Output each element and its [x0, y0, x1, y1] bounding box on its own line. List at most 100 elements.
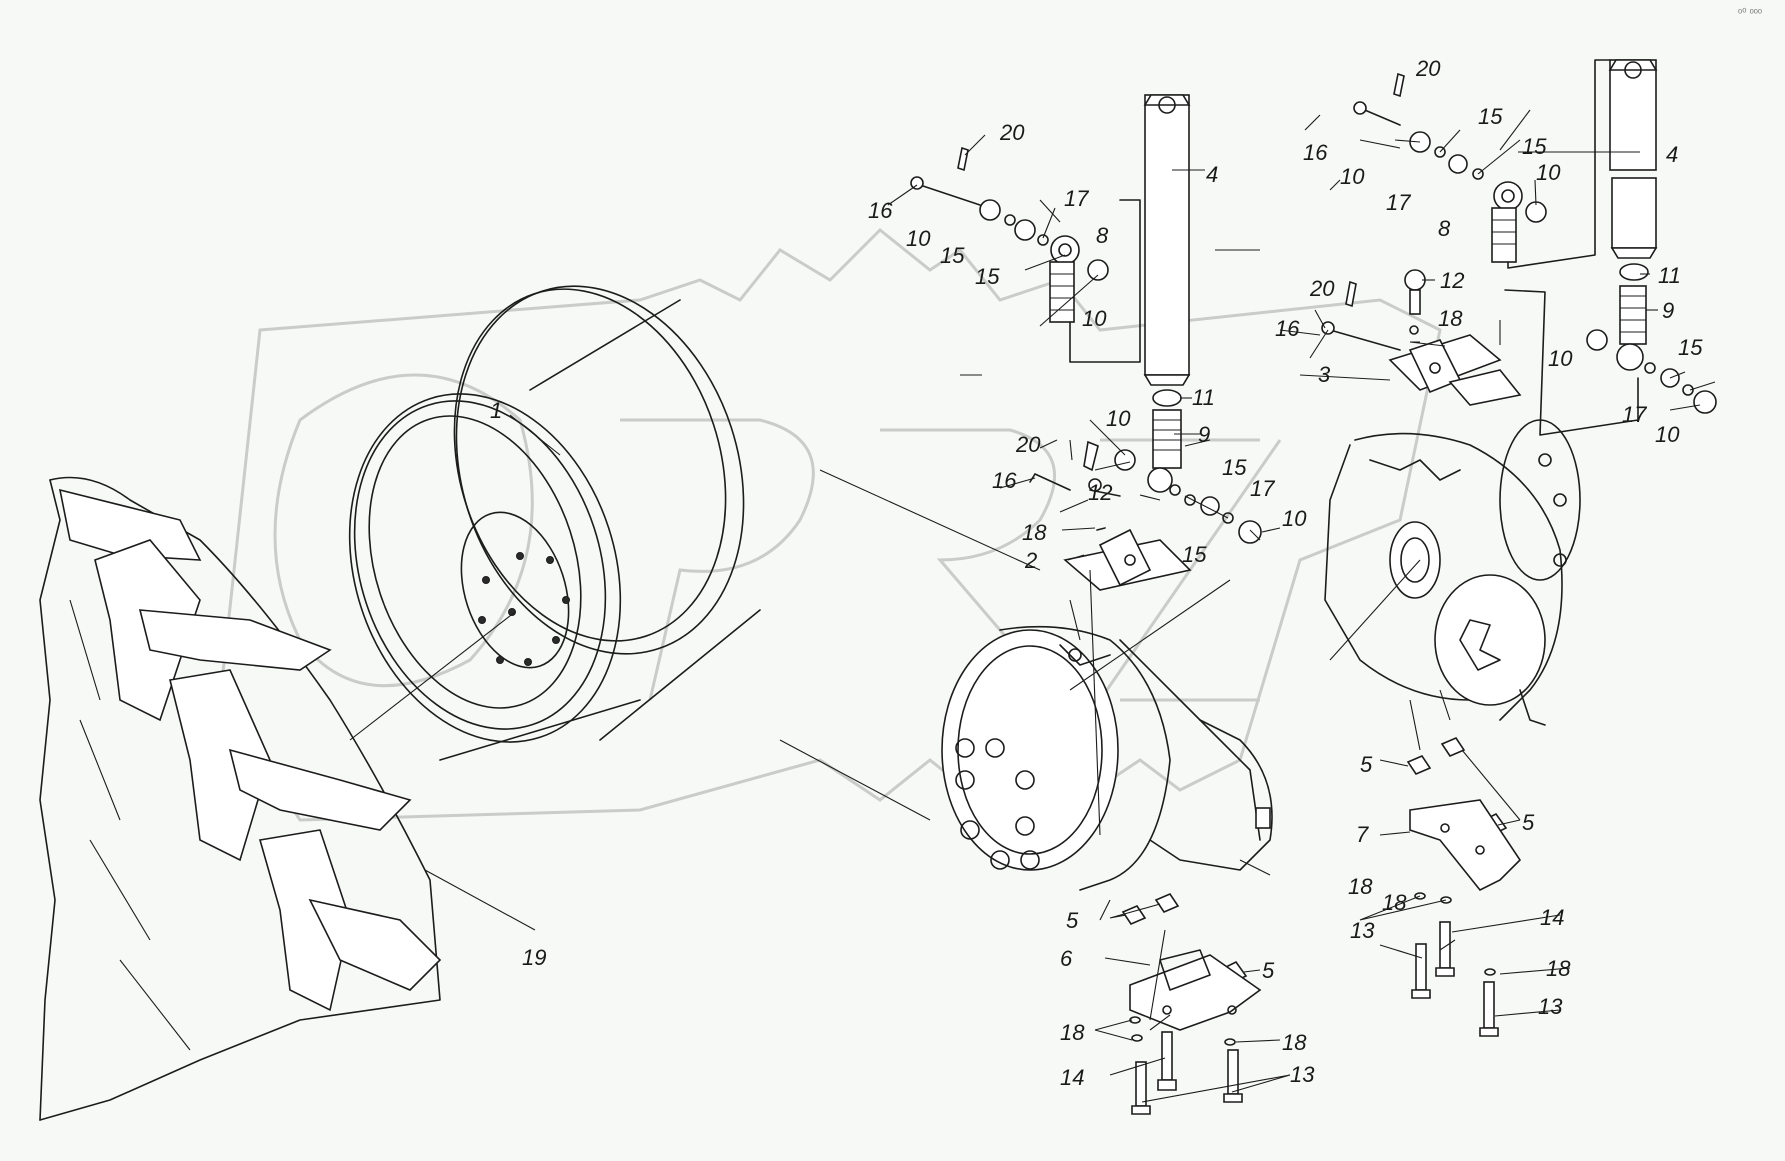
leader-lines — [424, 109, 1716, 1103]
callout-5-a: 5 — [1360, 752, 1373, 777]
tube-4-left — [1144, 94, 1190, 376]
callout-20-c: 20 — [1415, 56, 1441, 81]
callout-7: 7 — [1356, 822, 1369, 847]
callout-15-d: 15 — [1182, 542, 1207, 567]
callout-10-a: 10 — [906, 226, 931, 251]
lower-left-mounts — [1121, 893, 1262, 1115]
tube-4-right-lower — [1611, 177, 1657, 249]
pad-5-a — [1121, 905, 1147, 925]
bolt-14-right — [1439, 921, 1451, 969]
callout-5-d: 5 — [1262, 958, 1275, 983]
upper-right-tie-rod-parts — [1353, 59, 1611, 269]
callout-18-g: 18 — [1382, 890, 1407, 915]
callout-18-a: 18 — [1022, 520, 1047, 545]
threaded-end-9-right — [1619, 285, 1647, 345]
corner-mark: ᵒ⁰ ᵒᵒᵒ — [1738, 7, 1762, 19]
wheel-bolt-holes — [478, 552, 570, 666]
callout-15-f: 15 — [1522, 134, 1547, 159]
pin-16 — [919, 184, 981, 206]
callout-20-a: 20 — [999, 120, 1025, 145]
tube-4-right-upper — [1609, 59, 1657, 171]
callout-16-c: 16 — [1303, 140, 1328, 165]
callout-18-b: 18 — [1438, 306, 1463, 331]
support-7 — [1409, 799, 1522, 892]
callout-9-right: 9 — [1662, 298, 1674, 323]
callout-14-right: 14 — [1540, 905, 1564, 930]
callout-15-b: 15 — [975, 264, 1000, 289]
hub-bolts — [955, 738, 1040, 870]
callout-18-d: 18 — [1060, 1020, 1085, 1045]
callout-8-left: 8 — [1096, 223, 1109, 248]
callout-16-d: 16 — [1275, 316, 1300, 341]
bolt-13-a — [1135, 1061, 1147, 1107]
callout-18-f: 18 — [1546, 956, 1571, 981]
pad-5-e — [1440, 737, 1466, 757]
lower-right-mounts — [1406, 737, 1522, 1037]
nut-11-right — [1619, 263, 1649, 281]
callout-6: 6 — [1060, 946, 1073, 971]
callout-labels: 1 2 3 4 4 5 5 5 5 6 7 8 8 9 9 10 10 10 1… — [490, 56, 1703, 1090]
upper-left-tie-rod-parts — [910, 146, 1141, 363]
callout-17-d: 17 — [1622, 402, 1647, 427]
callout-15-g: 15 — [1678, 335, 1703, 360]
callout-15-a: 15 — [940, 243, 965, 268]
bolt-14-left — [1161, 1031, 1173, 1081]
callout-10-g: 10 — [1548, 346, 1573, 371]
callout-10-b: 10 — [1082, 306, 1107, 331]
callout-4-right: 4 — [1666, 142, 1678, 167]
callout-10-e: 10 — [1340, 164, 1365, 189]
pad-5-b — [1154, 893, 1180, 913]
callout-18-c: 18 — [1348, 874, 1373, 899]
threaded-end-9-left — [1152, 409, 1182, 469]
callout-15-c: 15 — [1222, 455, 1247, 480]
ball-joint-8 — [1050, 235, 1080, 265]
callout-13-a: 13 — [1290, 1062, 1315, 1087]
callout-2: 2 — [1024, 548, 1037, 573]
callout-20-b: 20 — [1015, 432, 1041, 457]
callout-10-h: 10 — [1655, 422, 1680, 447]
callout-13-b: 13 — [1350, 918, 1375, 943]
callout-9-left: 9 — [1198, 422, 1210, 447]
left-steering-parts — [1029, 94, 1262, 591]
callout-14-left: 14 — [1060, 1065, 1084, 1090]
callout-5-b: 5 — [1522, 810, 1535, 835]
callout-16-b: 16 — [992, 468, 1017, 493]
callout-5-c: 5 — [1066, 908, 1079, 933]
callout-17-a: 17 — [1064, 186, 1089, 211]
pin-16-right — [1359, 107, 1401, 126]
callout-11-right: 11 — [1658, 263, 1681, 288]
callout-12-right: 12 — [1440, 268, 1464, 293]
callout-17-c: 17 — [1386, 190, 1411, 215]
callout-20-d: 20 — [1309, 276, 1335, 301]
callout-15-e: 15 — [1478, 104, 1503, 129]
support-6 — [1129, 954, 1262, 1031]
wheel-rim — [348, 285, 761, 761]
pad-5-d — [1406, 755, 1432, 775]
nut-10-b — [1238, 520, 1262, 544]
callout-4-left: 4 — [1206, 162, 1218, 187]
left-final-drive — [941, 625, 1273, 891]
callout-1: 1 — [490, 398, 502, 423]
nut-11-left — [1152, 389, 1182, 407]
assembly-guide-lines — [349, 469, 1451, 1021]
bolt-13-b — [1227, 1049, 1239, 1095]
callout-10-c: 10 — [1106, 406, 1131, 431]
callout-8-right: 8 — [1438, 216, 1451, 241]
right-final-drive — [1324, 419, 1581, 726]
ball-joint-8-right — [1493, 181, 1523, 211]
callout-16-a: 16 — [868, 198, 893, 223]
callout-12-left: 12 — [1088, 480, 1112, 505]
callout-19: 19 — [522, 945, 546, 970]
callout-10-d: 10 — [1282, 506, 1307, 531]
callout-3: 3 — [1318, 362, 1331, 387]
bolt-13-c — [1415, 943, 1427, 991]
callout-11-left: 11 — [1192, 385, 1215, 410]
tire — [39, 476, 442, 1121]
callout-10-f: 10 — [1536, 160, 1561, 185]
threaded-end-8 — [1049, 261, 1075, 323]
callout-13-c: 13 — [1538, 994, 1563, 1019]
nut-10-a — [1114, 449, 1136, 471]
callout-18-e: 18 — [1282, 1030, 1307, 1055]
